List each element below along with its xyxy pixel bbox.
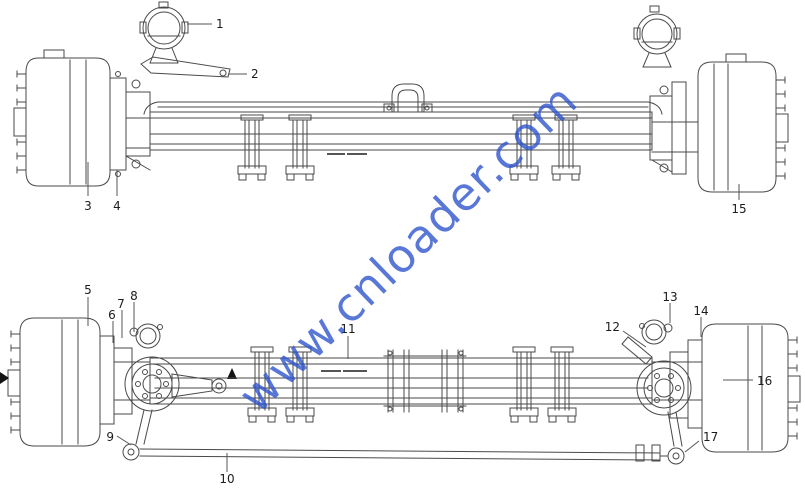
callout-9: 9 <box>106 430 114 444</box>
center-bracket <box>383 83 433 113</box>
axle-beam-bottom <box>113 357 703 405</box>
brake-chamber-right <box>633 5 681 68</box>
knuckle-left-bottom <box>99 323 237 445</box>
bottom-view <box>0 317 801 465</box>
knuckle-right-top <box>649 81 699 175</box>
center-assembly-bottom <box>383 349 467 413</box>
callout-6: 6 <box>108 308 116 322</box>
leader-lines <box>87 23 753 472</box>
direction-arrow-left <box>0 372 9 384</box>
callout-8: 8 <box>130 289 138 303</box>
brake-chamber-left <box>139 1 189 64</box>
top-view <box>13 1 789 193</box>
callout-16: 16 <box>757 374 772 388</box>
brake-drum-right-top <box>697 53 789 193</box>
axle-beam-top <box>143 101 663 155</box>
knuckle-left-top <box>109 71 151 177</box>
callout-10: 10 <box>219 472 234 486</box>
callout-7: 7 <box>117 297 125 311</box>
steering-lever-right <box>621 336 653 365</box>
callout-2: 2 <box>251 67 259 81</box>
callout-4: 4 <box>113 199 121 213</box>
callout-11: 11 <box>340 322 355 336</box>
callout-5: 5 <box>84 283 92 297</box>
brake-adjuster-right <box>639 319 673 345</box>
callout-14: 14 <box>693 304 708 318</box>
brake-adjuster-left <box>129 323 163 349</box>
callout-3: 3 <box>84 199 92 213</box>
brake-drum-left-top <box>13 49 111 187</box>
u-bolt-clamps-top <box>237 114 581 181</box>
steering-lever <box>140 56 231 78</box>
brake-drum-right-bottom <box>701 323 801 453</box>
callout-13: 13 <box>662 290 677 304</box>
u-bolt-clamps-bottom <box>247 346 577 423</box>
brake-drum-left-bottom <box>0 317 101 447</box>
watermark-text: www.cnloader.com <box>228 73 588 423</box>
callout-numbers: 1 2 3 4 5 6 7 8 9 10 11 12 13 14 15 16 1… <box>84 17 772 486</box>
steering-arm-left <box>171 373 227 398</box>
callout-17: 17 <box>703 430 718 444</box>
callout-12: 12 <box>605 320 620 334</box>
tie-rod <box>122 443 685 465</box>
wheel-studs-left-bottom <box>10 330 21 434</box>
wheel-studs-right-bottom <box>787 336 798 440</box>
direction-arrow-center <box>227 368 237 379</box>
callout-1: 1 <box>216 17 224 31</box>
callout-15: 15 <box>731 202 746 216</box>
wheel-studs-left-top <box>16 70 27 174</box>
wheel-studs-right-top <box>775 76 786 180</box>
